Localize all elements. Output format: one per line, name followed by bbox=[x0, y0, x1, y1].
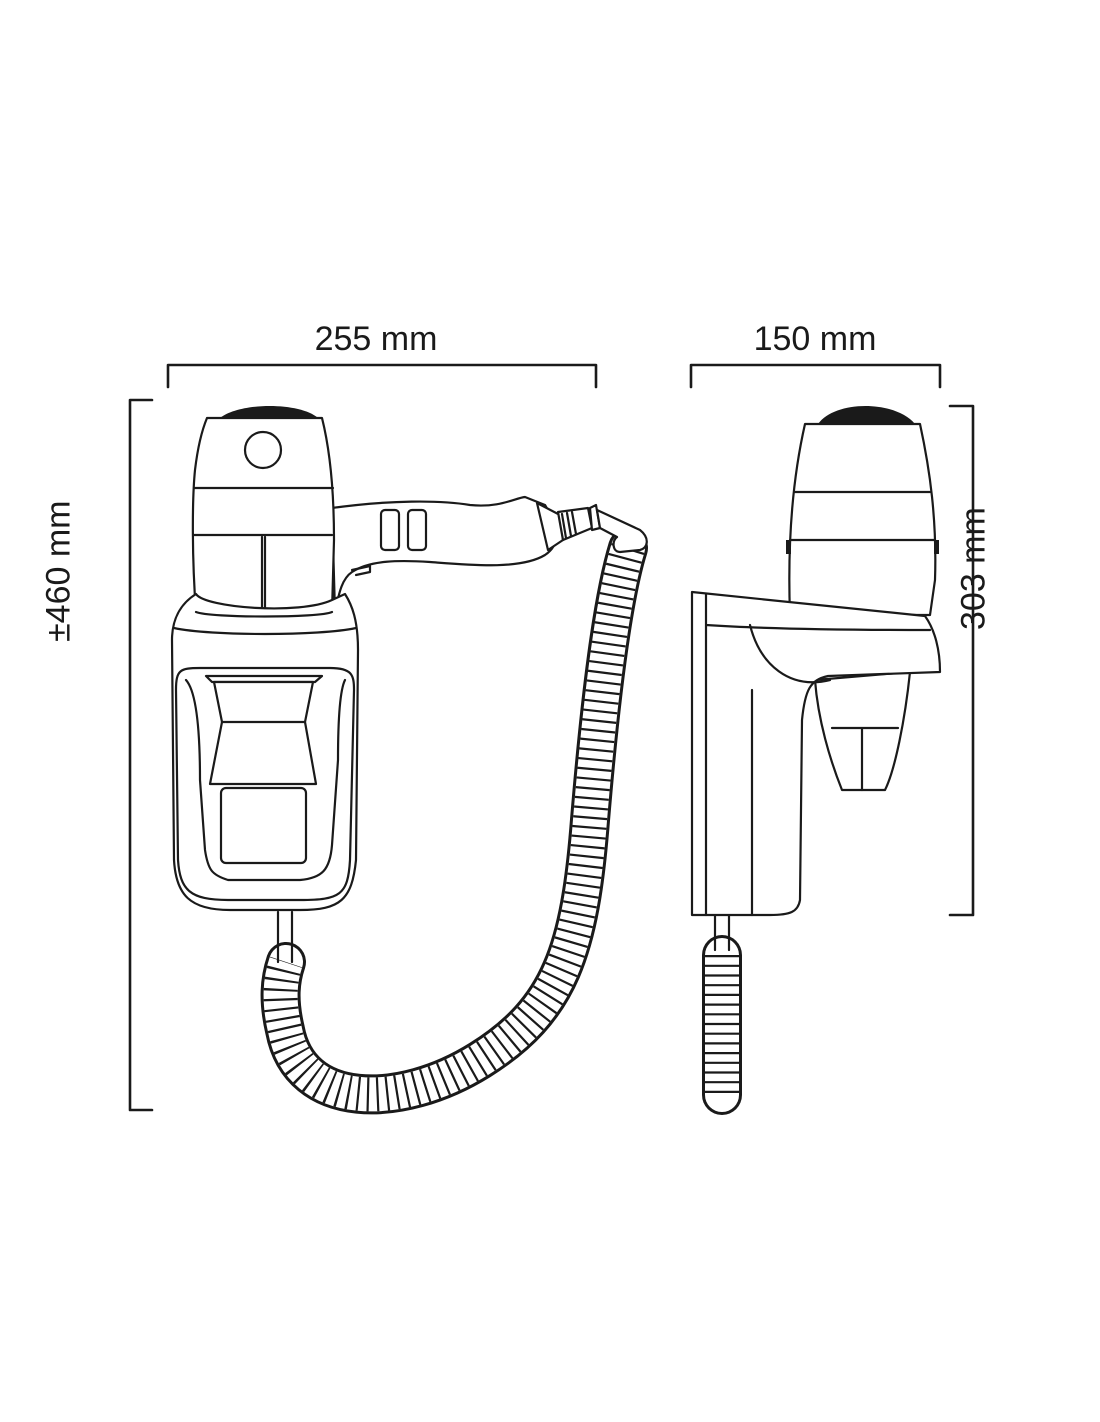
wall-holder-side bbox=[690, 590, 942, 917]
switch-button-2 bbox=[406, 508, 428, 552]
width-dimension-bracket-front bbox=[166, 363, 598, 389]
dryer-handle bbox=[330, 495, 558, 614]
nozzle-cap bbox=[220, 406, 318, 418]
coiled-cord bbox=[260, 528, 648, 1115]
bracket-height-dimension bbox=[948, 404, 975, 917]
side-dryer-head bbox=[788, 422, 937, 617]
wall-plate bbox=[219, 786, 308, 865]
bracket-height-label: 303 mm bbox=[955, 507, 993, 630]
front-view-dryer bbox=[170, 406, 648, 1115]
cone-shape bbox=[208, 680, 318, 786]
height-dimension-bracket bbox=[128, 398, 154, 1112]
dryer-head bbox=[191, 416, 336, 614]
dryer-button-circle bbox=[243, 430, 283, 470]
total-height-label: ±460 mm bbox=[39, 501, 77, 642]
switch-button-1 bbox=[379, 508, 401, 552]
side-view-dryer bbox=[690, 406, 942, 1115]
side-coiled-cord bbox=[702, 913, 742, 1115]
width-dimension-bracket-side bbox=[689, 363, 942, 389]
side-width-label: 150 mm bbox=[754, 320, 877, 358]
front-width-label: 255 mm bbox=[315, 320, 438, 358]
